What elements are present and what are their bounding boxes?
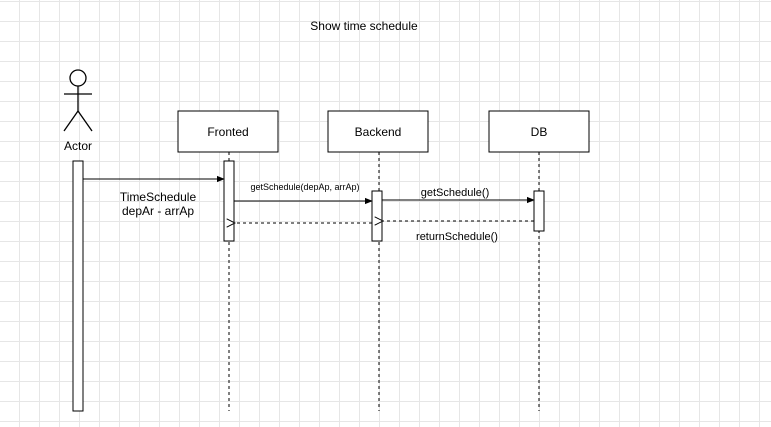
frontend-activation-bar [223, 160, 235, 242]
actor-to-frontend-label-line2: depAr - arrAp [122, 204, 194, 218]
db-lifeline-box: DB [488, 110, 590, 153]
actor-icon [63, 69, 93, 132]
actor-activation-bar [72, 160, 84, 412]
db-lifeline-label: DB [531, 125, 548, 139]
frontend-lifeline-label: Fronted [207, 125, 248, 139]
backend-activation-bar [371, 190, 383, 242]
backend-to-db-label: getSchedule() [421, 187, 490, 199]
db-activation-bar [533, 190, 545, 232]
diagram-title: Show time schedule [310, 19, 418, 33]
frontend-to-backend-label: getSchedule(depAp, arrAp) [250, 182, 359, 192]
actor-label: Actor [64, 139, 92, 153]
backend-lifeline-box: Backend [327, 110, 429, 153]
actor-to-frontend-label-line1: TimeSchedule [120, 190, 197, 204]
db-return-label: returnSchedule() [416, 231, 498, 243]
frontend-lifeline-box: Fronted [177, 110, 279, 153]
backend-lifeline-label: Backend [355, 125, 402, 139]
